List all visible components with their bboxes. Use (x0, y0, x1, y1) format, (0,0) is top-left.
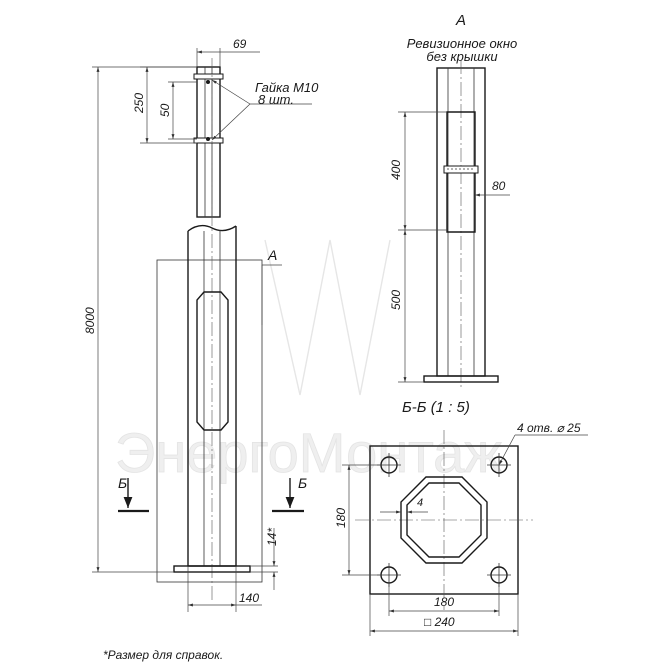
dim-500-text: 500 (389, 290, 403, 310)
dim-400-text: 400 (389, 160, 403, 180)
section-title: Б-Б (1 : 5) (402, 399, 470, 416)
dim-180-vertical-text: 180 (334, 508, 348, 528)
leader-a: А (261, 247, 282, 325)
nut-leader: Гайка М10 8 шт. (211, 79, 319, 141)
view-a-title-line2: без крышки (426, 49, 497, 64)
dim-80: 80 (475, 179, 510, 197)
dim-180-horizontal: 180 (388, 583, 500, 616)
dim-180-vertical: 180 (334, 464, 381, 576)
nut-label-line2: 8 шт. (258, 92, 294, 107)
nut-group (193, 73, 224, 144)
dim-4-text: 4 (417, 497, 423, 509)
watermark: ЭнергоМонтаж (115, 239, 503, 484)
dim-250-50: 250 50 (132, 66, 197, 144)
dim-240: □ 240 (369, 594, 519, 636)
dim-8000: 8000 (83, 66, 197, 573)
view-a-letter: А (455, 12, 466, 29)
dim-240-text: □ 240 (424, 615, 455, 629)
footnote: *Размер для справок. (103, 648, 223, 662)
dim-140-text: 140 (239, 591, 259, 605)
section-marks: Б Б (118, 475, 307, 513)
dim-180-horizontal-text: 180 (434, 595, 454, 609)
octagon-inner (406, 482, 482, 558)
view-a-rib (443, 165, 479, 174)
dim-69-text: 69 (233, 37, 247, 51)
view-a: А Ревизионное окно без крышки 400 500 80 (389, 12, 517, 390)
dim-80-text: 80 (492, 179, 506, 193)
dim-140: 140 (187, 566, 262, 612)
section-bb: Б-Б (1 : 5) 4 отв. ⌀ 25 4 (334, 399, 588, 636)
section-mark-left: Б (118, 475, 127, 491)
watermark-text: ЭнергоМонтаж (115, 421, 502, 484)
dim-250-text: 250 (132, 93, 146, 114)
dim-400: 400 (389, 111, 447, 231)
dim-8000-text: 8000 (83, 307, 97, 334)
octagon-outer (400, 476, 488, 564)
holes-leader: 4 отв. ⌀ 25 (498, 421, 588, 466)
dim-500: 500 (389, 230, 424, 383)
pole-elevation: 69 250 50 Гайка М10 8 шт. 8000 (83, 37, 319, 612)
section-mark-right: Б (298, 475, 307, 491)
nut-label-line1: Гайка М10 (255, 80, 319, 95)
dim-14: 14* (250, 528, 279, 590)
dim-50-text: 50 (158, 103, 172, 117)
pole-foundation-frame (156, 259, 263, 583)
view-a-flange (423, 375, 499, 383)
holes-label: 4 отв. ⌀ 25 (517, 421, 581, 435)
dim-4: 4 (380, 497, 428, 514)
view-a-title-line1: Ревизионное окно (407, 36, 517, 51)
inspection-window (196, 291, 229, 431)
leader-a-text: А (267, 247, 277, 263)
dim-14-text: 14* (265, 528, 279, 546)
view-a-window (446, 111, 476, 233)
dim-69: 69 (196, 37, 260, 67)
base-flange (173, 565, 251, 573)
break-line (187, 224, 237, 232)
